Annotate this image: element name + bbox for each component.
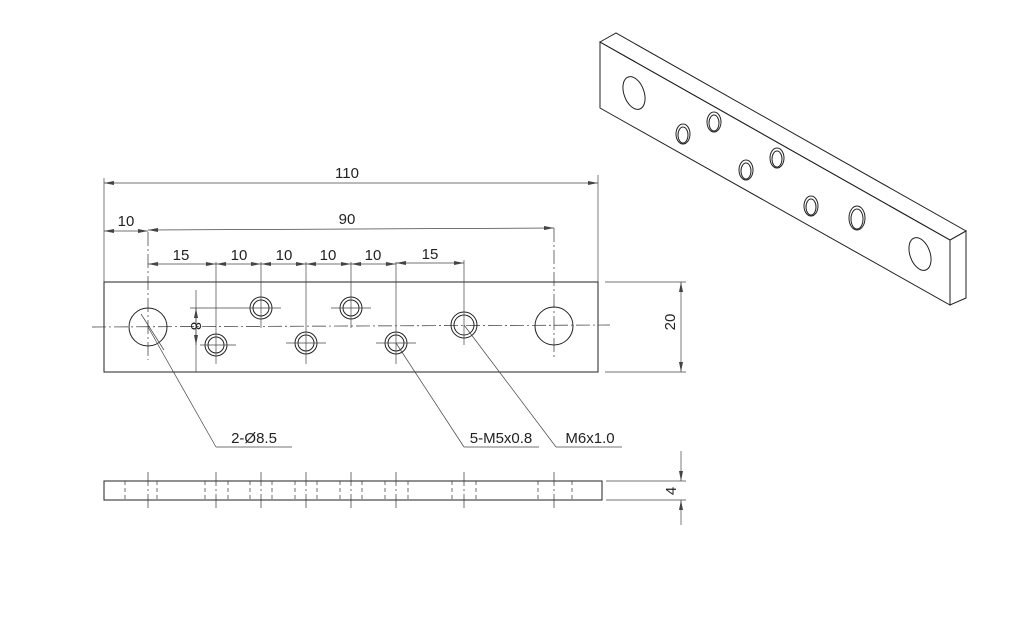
front-view: 110 10 90 15 10 10 10 10 15 8 20 2-Ø8.5 …: [91, 165, 686, 448]
dim-row-offset: 8: [187, 322, 204, 330]
dim-width: 20: [662, 314, 679, 331]
side-view: 4: [103, 451, 686, 525]
dim-hole-span: 90: [339, 211, 356, 228]
dim-overall-length: 110: [335, 165, 359, 182]
dim-chain-6: 15: [422, 246, 439, 263]
dim-chain-4: 10: [320, 247, 337, 264]
callout-m5-holes: 5-M5x0.8: [470, 430, 533, 447]
dim-chain-3: 10: [276, 247, 293, 264]
dim-chain-5: 10: [365, 247, 382, 264]
dim-chain-1: 15: [173, 247, 190, 264]
dim-chain-2: 10: [231, 247, 248, 264]
dim-edge-offset: 10: [118, 213, 135, 230]
callout-large-holes: 2-Ø8.5: [231, 430, 277, 447]
isometric-view: [598, 32, 968, 306]
dim-thickness: 4: [663, 487, 680, 495]
callout-m6-hole: M6x1.0: [565, 430, 614, 447]
